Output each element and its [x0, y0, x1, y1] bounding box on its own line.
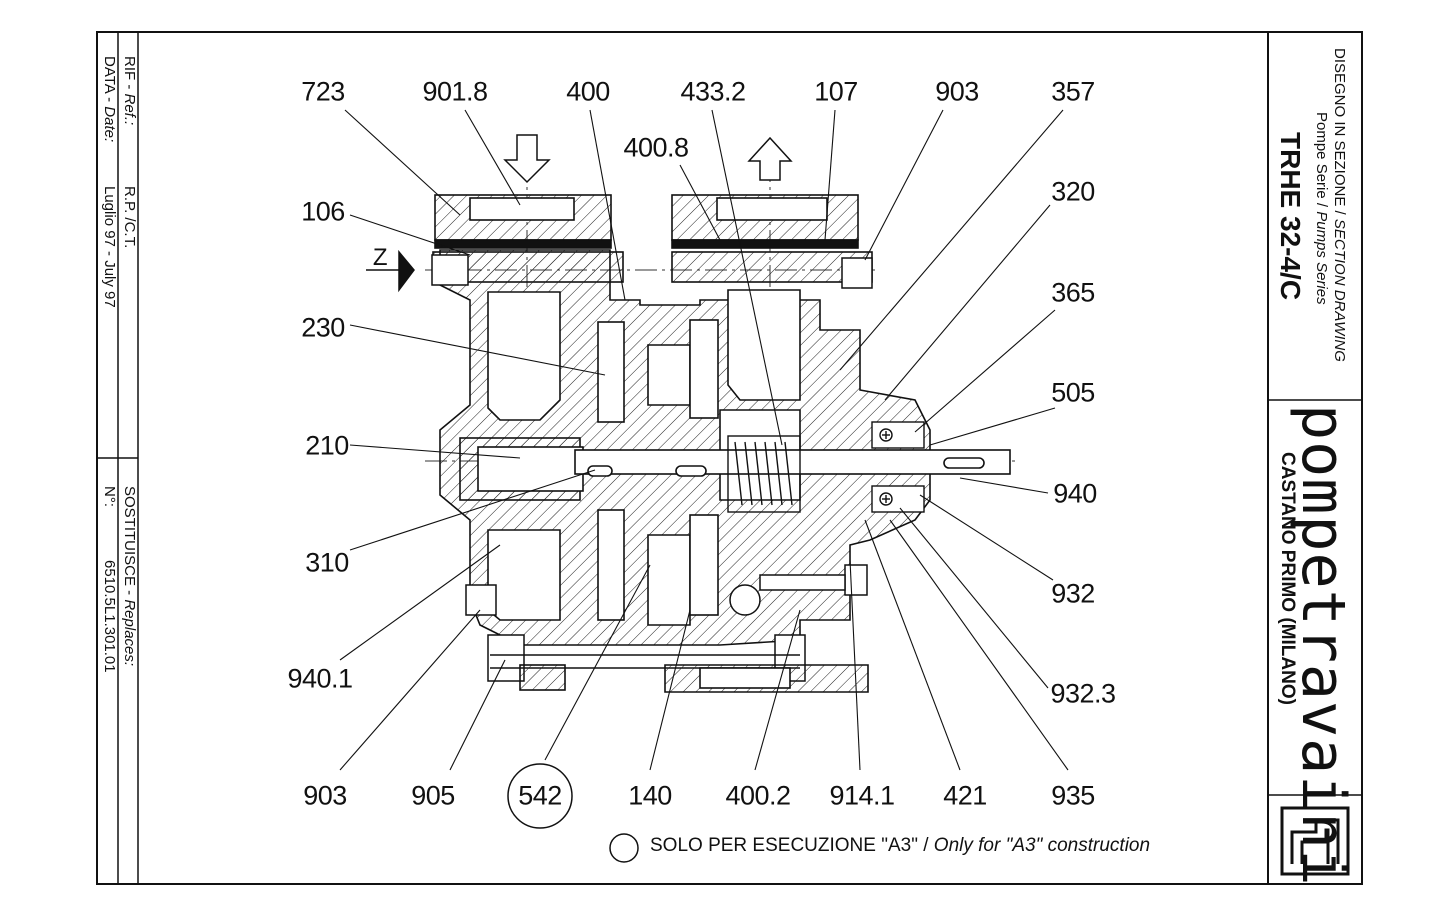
model-title: TRHE 32-4/C [1275, 132, 1306, 301]
replaces-label: SOSTITUISCE - Replaces: [121, 486, 138, 667]
part-label-106: 106 [301, 196, 345, 227]
pump-casing [439, 249, 931, 646]
part-label-935: 935 [1051, 780, 1095, 811]
part-label-400-2: 400.2 [725, 780, 791, 811]
legend-text-en: Only for "A3" construction [933, 835, 1151, 856]
part-label-230: 230 [301, 312, 345, 343]
sheet-frame [96, 31, 1363, 885]
part-label-932: 932 [1051, 578, 1095, 609]
part-label-421: 421 [943, 780, 987, 811]
part-label-320: 320 [1051, 176, 1095, 207]
part-label-365: 365 [1051, 277, 1095, 308]
leader-lines [339, 109, 1069, 771]
part-label-400-8: 400.8 [623, 132, 689, 163]
number-label: N°: [101, 486, 118, 507]
section-marker-z: Z [372, 244, 388, 271]
a3-marker-circle [507, 763, 573, 829]
part-label-107: 107 [814, 76, 858, 107]
mechanical-seal [727, 435, 801, 513]
part-label-903-bottom: 903 [303, 780, 347, 811]
part-label-940: 940 [1053, 478, 1097, 509]
part-label-932-3: 932.3 [1050, 678, 1116, 709]
drawing-type: DISEGNO IN SEZIONE / SECTION DRAWING [1331, 48, 1348, 362]
part-label-723: 723 [301, 76, 345, 107]
part-label-505: 505 [1051, 377, 1095, 408]
part-label-940-1: 940.1 [287, 663, 353, 694]
part-label-433-2: 433.2 [680, 76, 746, 107]
company-logo-icon [1280, 806, 1350, 876]
part-label-905: 905 [411, 780, 455, 811]
section-z-arrow-icon [366, 249, 415, 293]
part-label-310: 310 [305, 547, 349, 578]
legend-text-it: SOLO PER ESECUZIONE "A3" / [650, 835, 934, 856]
part-label-210: 210 [305, 430, 349, 461]
number-value: 6510.5L1.301.01 [101, 560, 118, 673]
pump-shaft [459, 437, 1011, 501]
inlet-arrow-icon [503, 134, 551, 184]
part-label-140: 140 [628, 780, 672, 811]
part-label-542: 542 [518, 780, 562, 811]
brand-location: CASTANO PRIMO (MILANO) [1277, 452, 1298, 705]
legend-circle-icon [609, 833, 639, 863]
ball-bearing [871, 421, 925, 513]
part-label-903-top: 903 [935, 76, 979, 107]
outlet-arrow-icon [747, 136, 793, 181]
ref-value: R.P. /C.T. [121, 186, 138, 249]
a3-legend: SOLO PER ESECUZIONE "A3" / Only for "A3"… [650, 835, 1150, 857]
bolts [431, 254, 873, 682]
date-label: DATA - Date: [101, 56, 118, 143]
part-label-901-8: 901.8 [422, 76, 488, 107]
base-feet [519, 664, 869, 693]
ref-label: RIF - Ref.: [121, 56, 138, 126]
pump-series: Pompe Serie / Pumps Series [1313, 112, 1330, 305]
date-value: Luglio 97 - July 97 [101, 186, 118, 308]
part-label-357: 357 [1051, 76, 1095, 107]
part-label-400: 400 [566, 76, 610, 107]
brand-name: pompetravaini [1288, 404, 1358, 887]
part-label-914-1: 914.1 [829, 780, 895, 811]
